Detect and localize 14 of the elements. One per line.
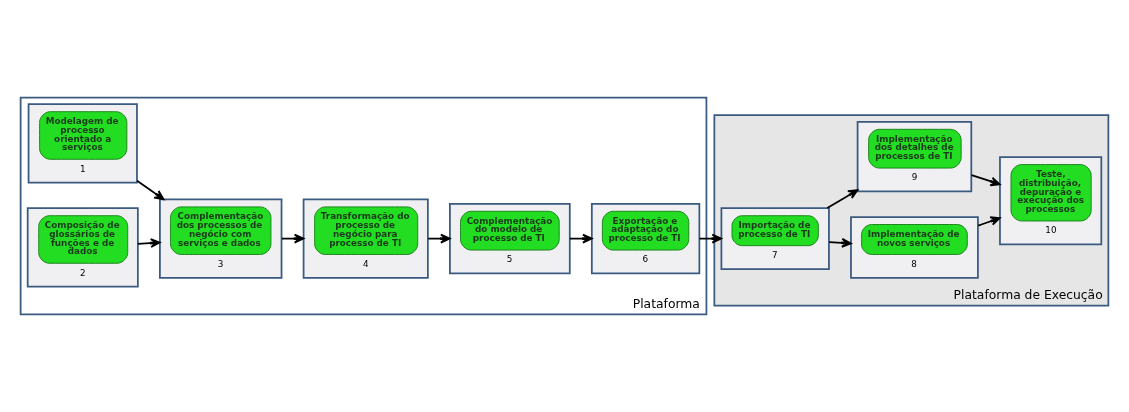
node-box: Modelagem de processo orientado a serviços 1	[27, 103, 138, 184]
arrow	[826, 189, 859, 209]
node-box: Implementação de novos serviços 8	[850, 216, 979, 279]
arrow	[977, 216, 1001, 227]
node-box: Complementação do modelo de processo de TI 5	[449, 202, 571, 275]
arrow	[970, 174, 1001, 187]
node-box: Exportação e adaptação do processo de TI 6	[590, 202, 701, 275]
node-box: Transformação do processo de negócio para processo de TI 4	[302, 198, 429, 279]
node-box: Complementação dos processos de negócio com serviços e dados 3	[159, 198, 283, 279]
node-box: Teste, distribuição, depuração e execução dos processos 10	[999, 156, 1103, 246]
node-box: Importação de processo de TI 7	[720, 207, 830, 270]
node-box: Implementação dos detalhes de processos de TI 9	[856, 120, 973, 193]
arrow	[136, 179, 165, 201]
node-box: Composição de glossários de funções e de dados 2	[26, 207, 139, 288]
